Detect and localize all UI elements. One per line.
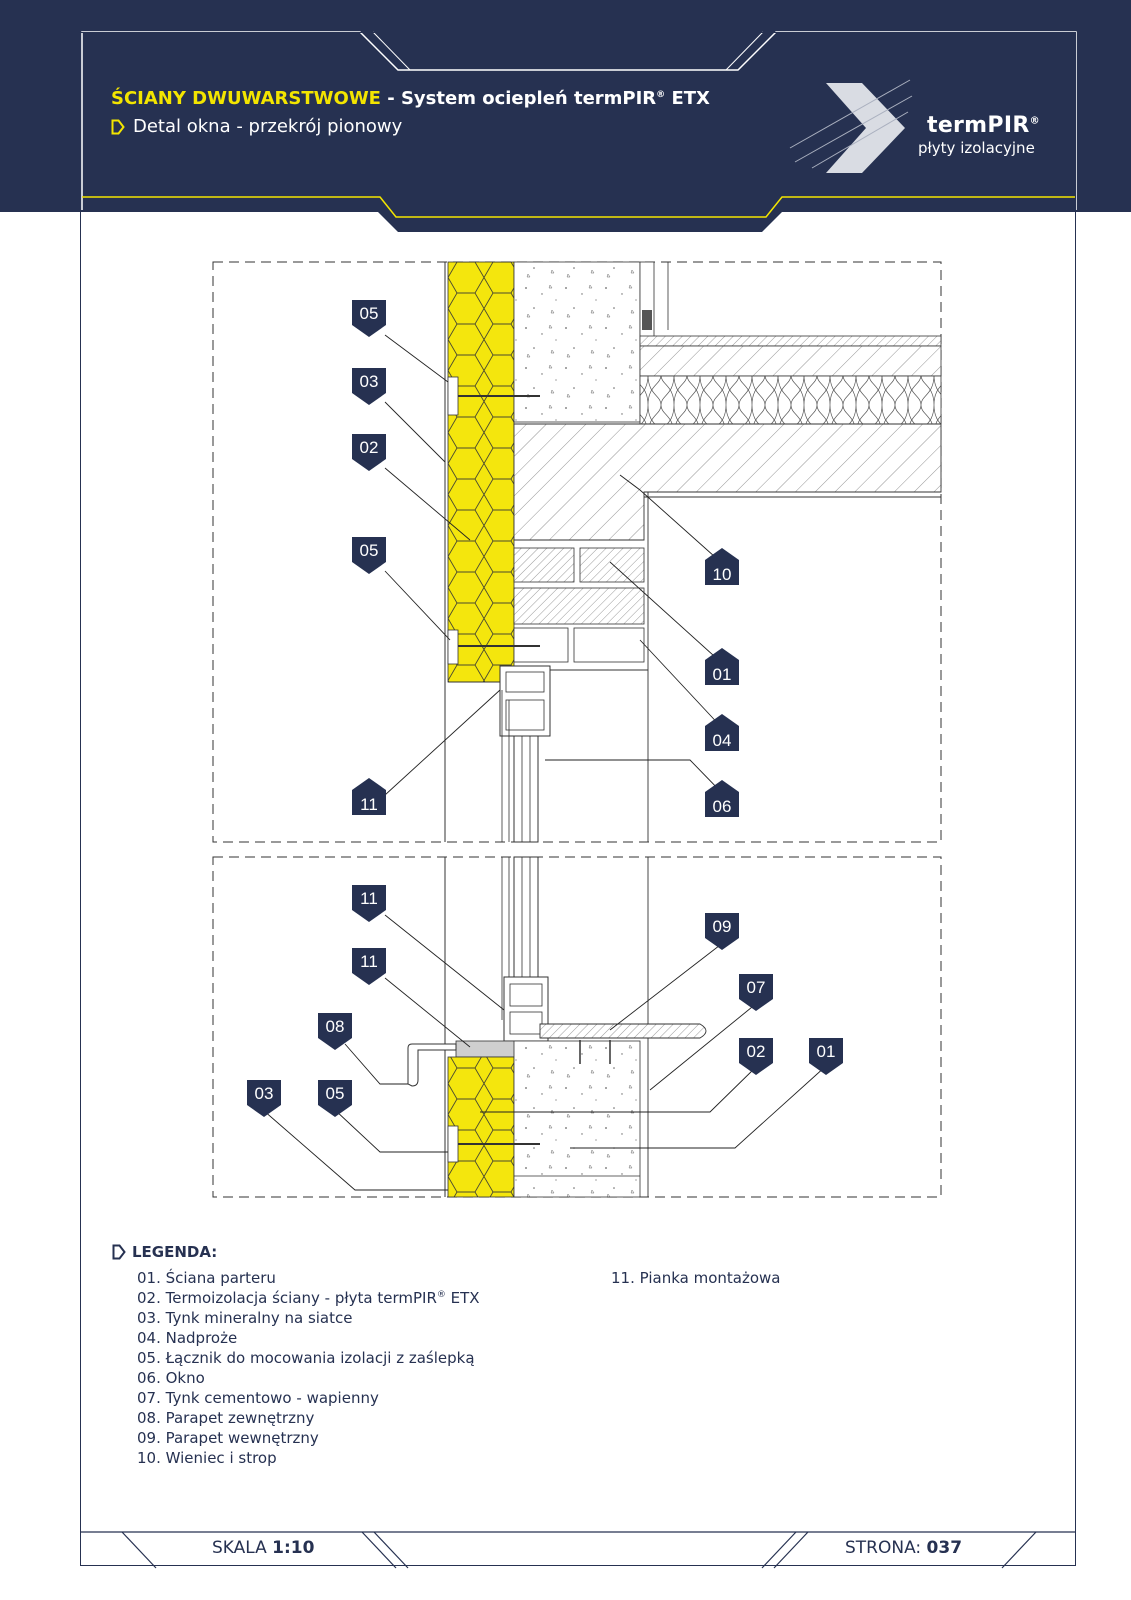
- brand-subtitle: płyty izolacyjne: [918, 139, 1035, 157]
- header-band: [0, 0, 1131, 212]
- callout-text: 05: [360, 541, 379, 560]
- legend-item: 04. Nadproże: [137, 1329, 238, 1347]
- callout-text: 03: [360, 372, 379, 391]
- callout-text: 09: [713, 917, 732, 936]
- arrow-tag-icon: [112, 1244, 126, 1260]
- title-highlight: ŚCIANY DWUWARSTWOWE: [111, 88, 381, 109]
- legend-list: 01. Ściana parteru 02. Termoizolacja ści…: [137, 1268, 480, 1468]
- callout-text: 02: [360, 438, 379, 457]
- callout-badge: 04: [705, 714, 739, 751]
- page-title: ŚCIANY DWUWARSTWOWE - System ociepleń te…: [111, 88, 710, 109]
- legend-title: LEGENDA:: [112, 1243, 217, 1261]
- callout-badge: 11: [352, 885, 386, 922]
- legend-title-text: LEGENDA:: [132, 1243, 218, 1261]
- callout-text: 08: [326, 1017, 345, 1036]
- page-label-text: STRONA:: [845, 1538, 927, 1558]
- title-rest: - System ociepleń termPIR: [380, 88, 657, 109]
- callout-badge: 01: [705, 648, 739, 685]
- title-reg: ®: [656, 90, 666, 100]
- callout-badge: 05: [352, 537, 386, 574]
- legend-item: 01. Ściana parteru: [137, 1269, 276, 1287]
- page-value: 037: [926, 1538, 963, 1558]
- callout-text: 01: [817, 1042, 836, 1061]
- callout-text: 07: [747, 978, 766, 997]
- title-tail: ETX: [665, 88, 710, 109]
- callout-badge: 03: [247, 1080, 281, 1117]
- legend-item: 02. Termoizolacja ściany - płyta termPIR…: [137, 1288, 480, 1308]
- legend-item: 09. Parapet wewnętrzny: [137, 1429, 319, 1447]
- callout-badge: 07: [739, 974, 773, 1011]
- callout-badge: 06: [705, 780, 739, 817]
- callout-badge: 02: [352, 434, 386, 471]
- legend-item: 05. Łącznik do mocowania izolacji z zaśl…: [137, 1349, 475, 1367]
- callout-text: 02: [747, 1042, 766, 1061]
- callout-text: 05: [360, 304, 379, 323]
- legend-item: 10. Wieniec i strop: [137, 1449, 277, 1467]
- callout-badge: 02: [739, 1038, 773, 1075]
- callout-text: 11: [360, 889, 378, 908]
- scale-value: 1:10: [272, 1538, 315, 1558]
- arrow-tag-icon: [111, 119, 125, 134]
- legend-list-col2: 11. Pianka montażowa: [611, 1268, 780, 1288]
- legend-item-text: 02. Termoizolacja ściany - płyta termPIR: [137, 1289, 437, 1307]
- callout-text: 11: [360, 795, 378, 814]
- scale-label: SKALA 1:10: [212, 1538, 314, 1558]
- legend-item: 07. Tynk cementowo - wapienny: [137, 1389, 379, 1407]
- callout-badges: 05 03 02 05 11 10 01 04 06 11 11 09 07 0…: [247, 300, 843, 1117]
- callout-text: 05: [326, 1084, 345, 1103]
- callout-badge: 05: [352, 300, 386, 337]
- subtitle-text: Detal okna - przekrój pionowy: [133, 116, 403, 137]
- callout-text: 11: [360, 952, 378, 971]
- callout-badge: 01: [809, 1038, 843, 1075]
- brand-name-text: termPIR: [927, 113, 1030, 138]
- callout-badge: 09: [705, 913, 739, 950]
- legend-item: 11. Pianka montażowa: [611, 1269, 781, 1287]
- callout-text: 01: [713, 665, 732, 684]
- callout-badge: 08: [318, 1013, 352, 1050]
- callout-text: 10: [713, 565, 732, 584]
- leader-lines: [262, 334, 827, 1191]
- legend-item: 03. Tynk mineralny na siatce: [137, 1309, 353, 1327]
- callout-text: 06: [713, 797, 732, 816]
- page-number: STRONA: 037: [845, 1538, 962, 1558]
- legend-item-reg: ®: [436, 1290, 446, 1300]
- callout-badge: 11: [352, 778, 386, 815]
- callout-badge: 11: [352, 948, 386, 985]
- brand-logo-mark: [789, 79, 913, 173]
- scale-label-text: SKALA: [212, 1538, 273, 1558]
- callout-text: 04: [713, 731, 732, 750]
- page-subtitle: Detal okna - przekrój pionowy: [111, 116, 402, 137]
- brand-reg: ®: [1029, 115, 1040, 127]
- callout-badge: 10: [705, 548, 739, 585]
- callout-badge: 05: [318, 1080, 352, 1117]
- legend-item: 06. Okno: [137, 1369, 205, 1387]
- brand-name: termPIR®: [927, 113, 1040, 138]
- callout-text: 03: [255, 1084, 274, 1103]
- callout-badge: 03: [352, 368, 386, 405]
- legend-item-tail: ETX: [445, 1289, 480, 1307]
- legend-item: 08. Parapet zewnętrzny: [137, 1409, 315, 1427]
